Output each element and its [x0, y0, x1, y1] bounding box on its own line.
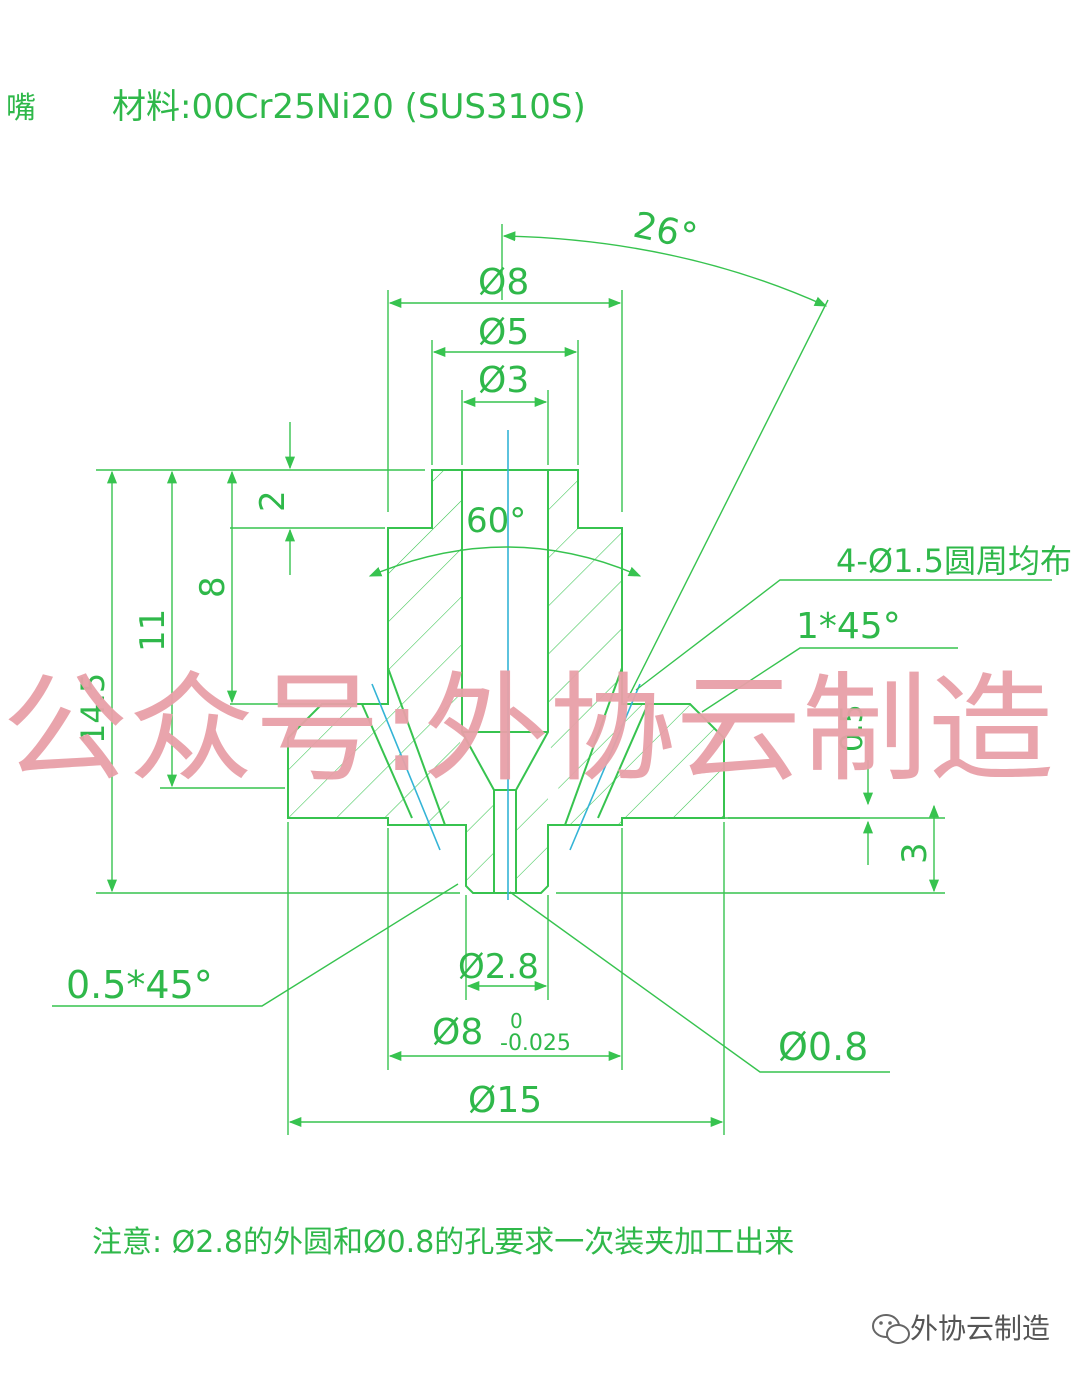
leader-chamfer-0-5 — [52, 883, 459, 1007]
dim-tol-upper: 0 — [510, 1009, 523, 1033]
dim-angle-26: 26° — [630, 205, 701, 258]
dim-height-3: 3 — [895, 842, 935, 864]
hatch-left-tip — [466, 790, 494, 893]
hole-right-edge-a — [564, 667, 623, 826]
angle-60-arc — [368, 546, 642, 577]
hole-left-edge-b — [361, 703, 413, 819]
credit: 外协云制造 — [872, 1312, 1050, 1345]
dim-angle-60: 60° — [466, 501, 526, 541]
dim-dia-2-8: Ø2.8 — [458, 947, 539, 987]
part-outline — [287, 469, 725, 894]
ext-26-right — [627, 299, 829, 699]
hole-left-centerline — [371, 683, 441, 851]
bore-right — [515, 470, 549, 893]
dim-dia-15: Ø15 — [468, 1080, 542, 1121]
material-line: 材料:00Cr25Ni20 (SUS310S) — [112, 87, 586, 127]
hatch-right-tip — [516, 790, 548, 893]
dim-dia-0-8: Ø0.8 — [778, 1025, 868, 1069]
dim-tol-lower: -0.025 — [500, 1031, 571, 1056]
bore-left — [461, 470, 495, 893]
dim-height-14-5: 14.5 — [74, 673, 112, 744]
title-fragment: 嘴 — [6, 91, 36, 126]
hole-right-edge-b — [597, 703, 649, 819]
dim-dia-3: Ø3 — [478, 360, 529, 401]
wechat-icon — [872, 1314, 910, 1344]
dim-chamfer-0-5x45: 0.5*45° — [66, 963, 213, 1007]
note-text: 注意: Ø2.8的外圆和Ø0.8的孔要求一次装夹加工出来 — [92, 1225, 794, 1260]
dim-dia-5: Ø5 — [478, 312, 529, 353]
dim-height-2: 2 — [253, 490, 293, 512]
dim-height-0-5: 0.5 — [835, 704, 870, 752]
dim-dia-8-bottom: Ø8 — [432, 1012, 483, 1053]
dim-holes-note: 4-Ø1.5圆周均布 — [836, 542, 1072, 580]
leader-dia-0-8 — [509, 891, 890, 1073]
leader-holes — [635, 579, 1052, 691]
watermark: 公众号:外协云制造 — [2, 660, 1054, 798]
hole-left-edge-a — [387, 667, 446, 826]
leader-chamfer-1 — [701, 647, 958, 713]
dim-chamfer-1x45: 1*45° — [796, 606, 901, 647]
hole-right-centerline — [569, 683, 641, 851]
angle-26-arc — [502, 231, 828, 307]
dim-dia-8-top: Ø8 — [478, 262, 529, 303]
dim-height-8: 8 — [193, 576, 233, 598]
credit-text: 外协云制造 — [910, 1312, 1050, 1345]
dim-height-11: 11 — [133, 609, 173, 652]
